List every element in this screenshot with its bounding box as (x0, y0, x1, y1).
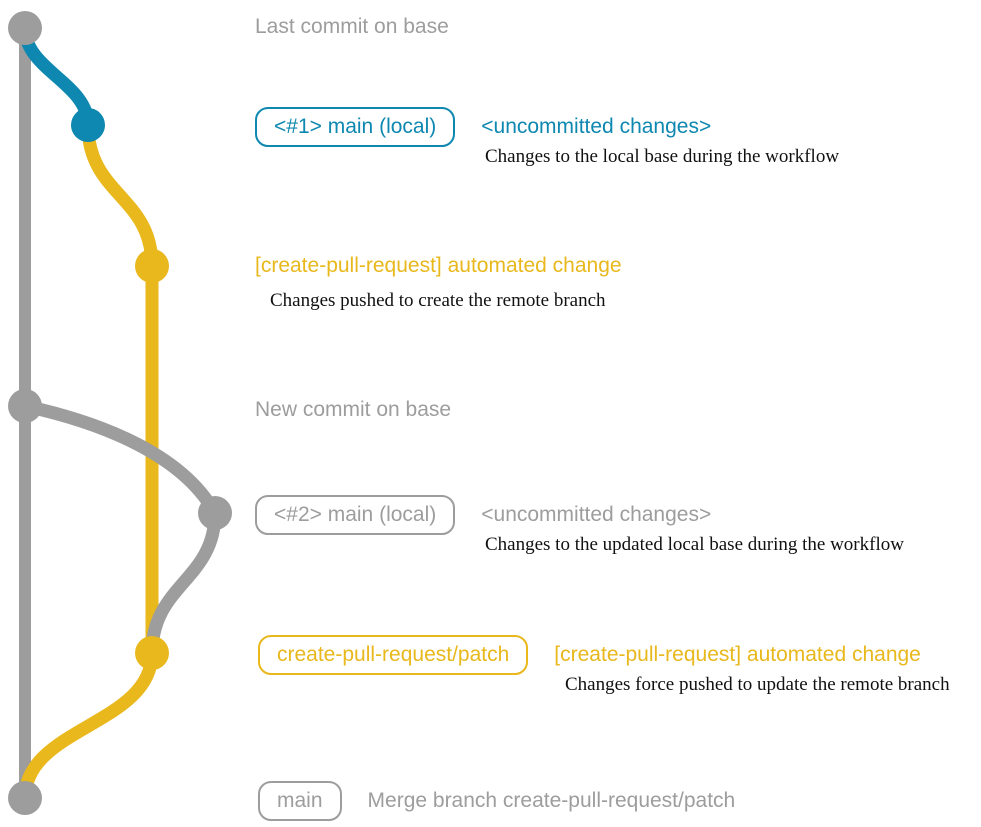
commit-row-uncommitted-changes-1: <#1> main (local) <uncommitted changes> (255, 107, 711, 147)
commit-node-automated-change-1[interactable] (135, 249, 169, 283)
commit-subject: Merge branch create-pull-request/patch (367, 789, 736, 812)
commit-node-last-commit-on-base[interactable] (8, 11, 42, 45)
commit-subject: <uncommitted changes> (481, 115, 712, 138)
commit-note-automated-change-2: Changes force pushed to update the remot… (565, 674, 950, 695)
commit-row-automated-change-2: create-pull-request/patch [create-pull-r… (258, 635, 921, 675)
commit-node-new-commit-on-base[interactable] (8, 389, 42, 423)
commit-note-uncommitted-changes-2: Changes to the updated local base during… (485, 534, 904, 555)
edge-base2-to-local2 (18, 399, 222, 520)
commit-note-automated-change-1: Changes pushed to create the remote bran… (270, 290, 606, 311)
commit-node-uncommitted-changes-2[interactable] (198, 496, 232, 530)
edge-patch2-to-merge (18, 646, 159, 805)
ref-badge-main-local-1[interactable]: <#1> main (local) (255, 107, 463, 147)
commit-subject: [create-pull-request] automated change (554, 643, 921, 666)
commit-node-automated-change-2[interactable] (135, 636, 169, 670)
ref-badge-create-pull-request-patch[interactable]: create-pull-request/patch (258, 635, 536, 675)
commit-row-last-commit-on-base: Last commit on base (255, 14, 449, 40)
ref-badge-main-local-2[interactable]: <#2> main (local) (255, 495, 463, 535)
commit-node-uncommitted-changes-1[interactable] (71, 108, 105, 142)
ref-badge-main[interactable]: main (258, 781, 349, 821)
commit-note-uncommitted-changes-1: Changes to the local base during the wor… (485, 146, 840, 167)
commit-subject: New commit on base (255, 398, 452, 421)
edge-base-to-local1 (18, 21, 95, 132)
commit-row-uncommitted-changes-2: <#2> main (local) <uncommitted changes> (255, 495, 711, 535)
commit-node-merge-commit[interactable] (8, 781, 42, 815)
edge-local2-to-patch2 (145, 506, 222, 660)
commit-subject: <uncommitted changes> (481, 503, 712, 526)
commit-row-automated-change-1: [create-pull-request] automated change (255, 253, 622, 279)
commit-subject: [create-pull-request] automated change (255, 254, 622, 277)
commit-subject: Last commit on base (255, 15, 449, 38)
commit-graph (8, 11, 232, 815)
commit-row-new-commit-on-base: New commit on base (255, 397, 451, 423)
commit-row-merge-commit: main Merge branch create-pull-request/pa… (258, 781, 735, 821)
edge-local1-to-patch1 (81, 118, 159, 273)
